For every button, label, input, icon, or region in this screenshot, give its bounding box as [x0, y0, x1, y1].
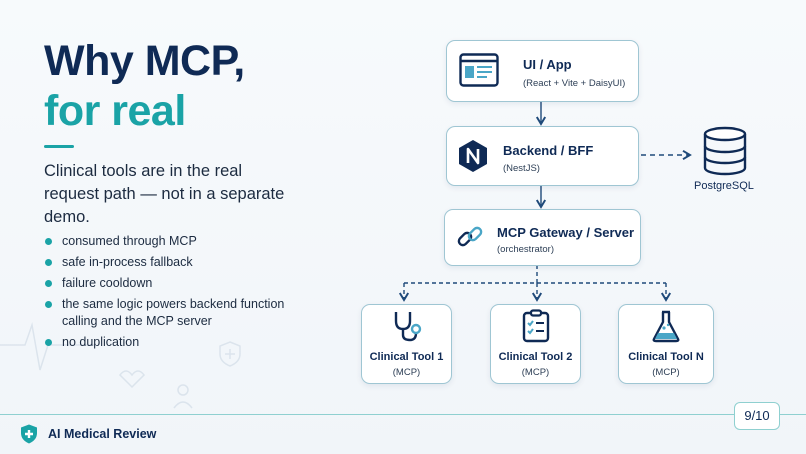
- bullet-text: consumed through MCP: [62, 234, 197, 248]
- node-clinical-tool-n: Clinical Tool N (MCP): [618, 304, 714, 384]
- footer-brand: AI Medical Review: [20, 424, 156, 444]
- footer-divider: [0, 414, 806, 415]
- postgres-label: PostgreSQL: [694, 180, 754, 192]
- node-gateway-title: MCP Gateway / Server: [497, 225, 635, 240]
- bullet-dot: [45, 280, 52, 287]
- tool-1-subtitle: (MCP): [392, 367, 421, 378]
- tool-n-subtitle: (MCP): [652, 367, 680, 378]
- browser-window-icon: [459, 53, 499, 87]
- bullet-text: safe in-process fallback: [62, 255, 193, 269]
- tool-1-title: Clinical Tool 1: [369, 351, 444, 363]
- bullet-item: consumed through MCP: [44, 233, 304, 250]
- medical-watermark-illustration: [0, 322, 241, 409]
- node-ui-app-subtitle: (React + Vite + DaisyUI): [523, 78, 626, 89]
- nestjs-logo-icon: [459, 140, 487, 172]
- bullet-dot: [45, 259, 52, 266]
- bullet-dot: [45, 339, 52, 346]
- footer-brand-label: AI Medical Review: [48, 427, 157, 441]
- flask-icon: [652, 310, 680, 343]
- bullet-item: failure cooldown: [44, 275, 304, 292]
- stethoscope-icon: [394, 312, 422, 342]
- tool-2-title: Clinical Tool 2: [498, 351, 573, 363]
- node-clinical-tool-2: Clinical Tool 2 (MCP): [490, 304, 581, 384]
- bullet-dot: [45, 238, 52, 245]
- node-backend-bff: Backend / BFF (NestJS): [446, 126, 639, 186]
- node-backend-title: Backend / BFF: [503, 143, 594, 158]
- slide-lede: Clinical tools are in the real request p…: [44, 162, 285, 226]
- bullet-item: the same logic powers backend function c…: [44, 296, 304, 330]
- bullet-dot: [45, 301, 52, 308]
- node-ui-app: UI / App (React + Vite + DaisyUI): [446, 40, 639, 102]
- bullet-item: no duplication: [44, 334, 304, 351]
- bullet-text: the same logic powers backend function c…: [62, 297, 285, 328]
- database-icon: [703, 126, 747, 176]
- node-mcp-gateway: MCP Gateway / Server (orchestrator): [444, 209, 641, 266]
- bullet-text: failure cooldown: [62, 276, 153, 290]
- title-accent-rule: [44, 145, 74, 148]
- title-line-1: Why MCP,: [44, 37, 245, 85]
- node-gateway-subtitle: (orchestrator): [497, 244, 555, 255]
- bullet-list: consumed through MCP safe in-process fal…: [44, 233, 304, 355]
- node-clinical-tool-1: Clinical Tool 1 (MCP): [361, 304, 452, 384]
- page-number: 9/10: [734, 402, 780, 430]
- node-backend-subtitle: (NestJS): [503, 163, 540, 174]
- node-ui-app-title: UI / App: [523, 57, 572, 72]
- medical-shield-icon: [21, 424, 37, 444]
- bullet-item: safe in-process fallback: [44, 254, 304, 271]
- clipboard-checklist-icon: [522, 309, 550, 343]
- tool-n-title: Clinical Tool N: [628, 351, 704, 363]
- title-line-2: for real: [44, 87, 186, 135]
- bullet-text: no duplication: [62, 335, 140, 349]
- tool-2-subtitle: (MCP): [521, 367, 550, 378]
- link-icon: [457, 226, 483, 247]
- slide-title: Why MCP, for real: [44, 36, 245, 136]
